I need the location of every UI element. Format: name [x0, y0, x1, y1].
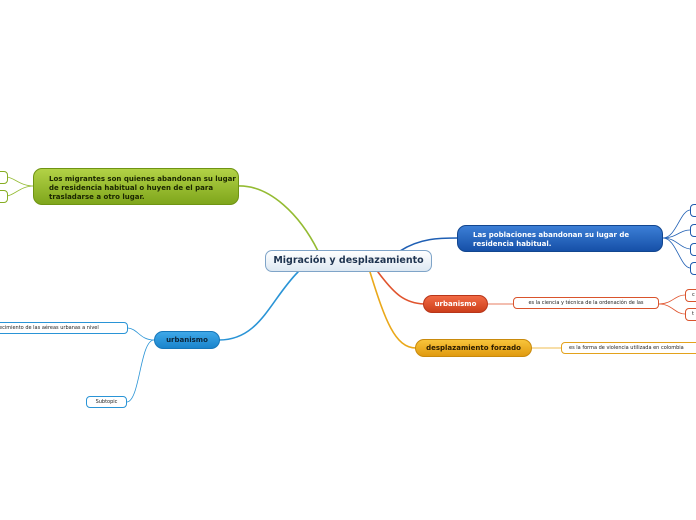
connector-central-urbanismo-left — [218, 271, 299, 341]
mini-node-urbanismo-1[interactable]: c — [685, 289, 696, 302]
mini-node-poblaciones-2[interactable] — [690, 224, 696, 237]
connector-def-mini-2 — [658, 303, 686, 315]
connector-def-mini-1 — [658, 294, 686, 305]
topic-poblaciones[interactable]: Las poblaciones abandonan su lugar de re… — [457, 225, 663, 252]
connector-central-migrantes — [237, 185, 319, 252]
topic-desplazamiento-forzado[interactable]: desplazamiento forzado — [415, 339, 532, 357]
subtopic-crecimiento-urbano[interactable]: ecimiento de las aéreas urbanas a nivel — [0, 322, 128, 334]
subtopic-urbanismo-definicion[interactable]: es la ciencia y técnica de la ordenación… — [513, 297, 659, 309]
mini-node-migrantes-2[interactable] — [0, 190, 8, 203]
connector-central-desplazamiento — [369, 271, 417, 349]
mini-node-poblaciones-3[interactable] — [690, 243, 696, 256]
connector-central-urbanismo-right — [377, 271, 425, 305]
connector-poblaciones-mini-2 — [662, 229, 691, 239]
mini-node-urbanismo-2[interactable]: t — [685, 308, 696, 321]
connector-urbanismo-crecimiento — [127, 327, 155, 341]
mini-node-poblaciones-1[interactable] — [690, 204, 696, 217]
connector-migrantes-mini-2 — [6, 185, 35, 197]
connector-poblaciones-mini-3 — [662, 237, 691, 250]
topic-urbanismo-right[interactable]: urbanismo — [423, 295, 488, 313]
mini-node-migrantes-1[interactable] — [0, 171, 8, 184]
connector-urbanismo-subtopic — [126, 339, 155, 403]
subtopic-desplazamiento-definicion[interactable]: es la forma de violencia utilizada en co… — [561, 342, 696, 354]
connector-migrantes-mini-1 — [6, 176, 35, 187]
subtopic-generic[interactable]: Subtopic — [86, 396, 127, 408]
topic-migrantes[interactable]: Los migrantes son quienes abandonan su l… — [33, 168, 239, 205]
connector-poblaciones-mini-4 — [662, 237, 691, 269]
central-topic[interactable]: Migración y desplazamiento — [265, 250, 432, 272]
connector-central-poblaciones — [399, 237, 459, 252]
connector-poblaciones-mini-1 — [662, 209, 691, 239]
mini-node-poblaciones-4[interactable] — [690, 262, 696, 275]
topic-urbanismo-left[interactable]: urbanismo — [154, 331, 220, 349]
